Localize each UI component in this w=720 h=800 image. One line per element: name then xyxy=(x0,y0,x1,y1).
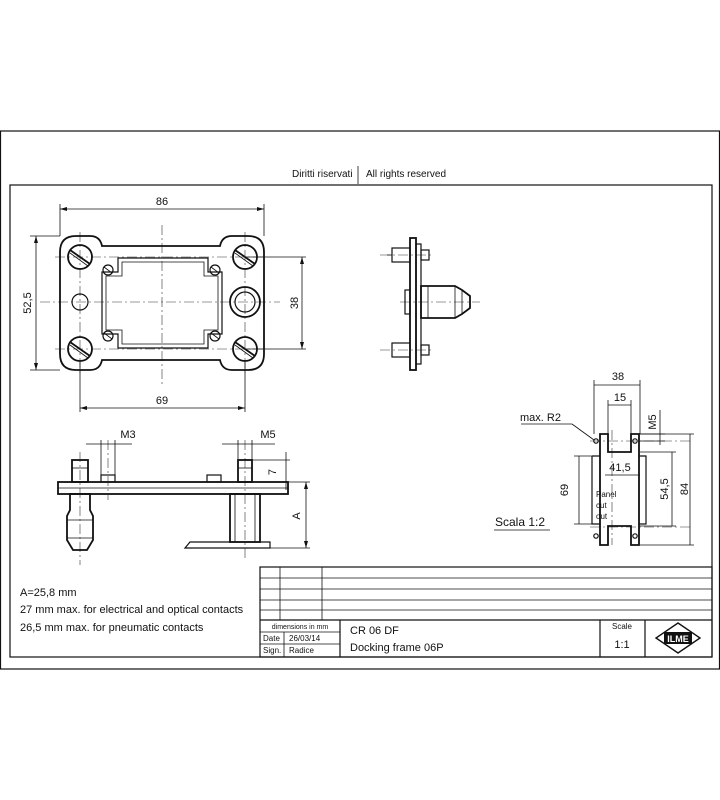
svg-text:ILME: ILME xyxy=(667,634,689,644)
dim-a: A xyxy=(291,512,303,520)
cutout-label-cut: cut xyxy=(596,501,607,510)
small-screw-4 xyxy=(209,330,221,342)
rights-italian: Diritti riservati xyxy=(292,169,353,180)
sign-label: Sign. xyxy=(263,646,281,655)
note-pneumatic: 26,5 mm max. for pneumatic contacts xyxy=(20,622,204,634)
corner-screw-tl xyxy=(67,244,93,270)
drawing-frame xyxy=(9,184,713,658)
rights-english: All rights reserved xyxy=(366,169,446,180)
dim-cut-15: 15 xyxy=(614,392,626,404)
dim-69: 69 xyxy=(156,395,168,407)
dim-86: 86 xyxy=(156,196,168,208)
sheet-border xyxy=(0,130,720,670)
frame-top-view: 86 52,5 38 69 xyxy=(22,196,306,412)
dim-52-5: 52,5 xyxy=(22,292,34,313)
date-label: Date xyxy=(263,634,280,643)
radius-label: max. R2 xyxy=(520,412,561,424)
note-a-value: A=25,8 mm xyxy=(20,587,77,599)
scale-label: Scale xyxy=(612,622,633,631)
dim-cut-54-5: 54,5 xyxy=(659,478,671,499)
small-screw-3 xyxy=(102,330,114,342)
drawing-description: Docking frame 06P xyxy=(350,642,444,654)
dim-cut-84: 84 xyxy=(679,483,691,495)
dim-cut-38: 38 xyxy=(612,371,624,383)
dim-cut-m5: M5 xyxy=(647,414,659,429)
guide-bush-outer xyxy=(229,286,261,318)
date-value: 26/03/14 xyxy=(289,634,321,643)
guide-pin-hole xyxy=(71,293,89,311)
scale-value: 1:1 xyxy=(614,639,629,651)
dim-cut-41-5: 41,5 xyxy=(609,462,630,474)
frame-front-view: M3 M5 7 A xyxy=(57,429,310,565)
sign-value: Radice xyxy=(289,646,314,655)
ilme-logo: ILME xyxy=(654,622,702,654)
dim-m3: M3 xyxy=(120,429,135,441)
dim-38: 38 xyxy=(289,297,301,309)
frame-side-view xyxy=(380,237,480,371)
note-electrical: 27 mm max. for electrical and optical co… xyxy=(20,604,244,616)
dim-m5: M5 xyxy=(260,429,275,441)
units-label: dimensions in mm xyxy=(272,624,329,631)
dim-7: 7 xyxy=(267,469,279,475)
title-block: dimensions in mm Date 26/03/14 Sign. Rad… xyxy=(259,566,713,658)
small-screw-1 xyxy=(102,264,114,276)
scale-note: Scala 1:2 xyxy=(495,515,545,529)
cutout-label-panel: Panel xyxy=(596,490,617,499)
cutout-label-out: out xyxy=(596,512,608,521)
small-screw-2 xyxy=(209,264,221,276)
guide-bush-inner xyxy=(234,291,256,313)
drawing-code: CR 06 DF xyxy=(350,625,399,637)
panel-cutout-view: Panel cut out max. R2 38 15 M5 41,5 69 xyxy=(494,371,694,546)
corner-screw-bl xyxy=(67,336,93,362)
dim-cut-69: 69 xyxy=(559,484,571,496)
